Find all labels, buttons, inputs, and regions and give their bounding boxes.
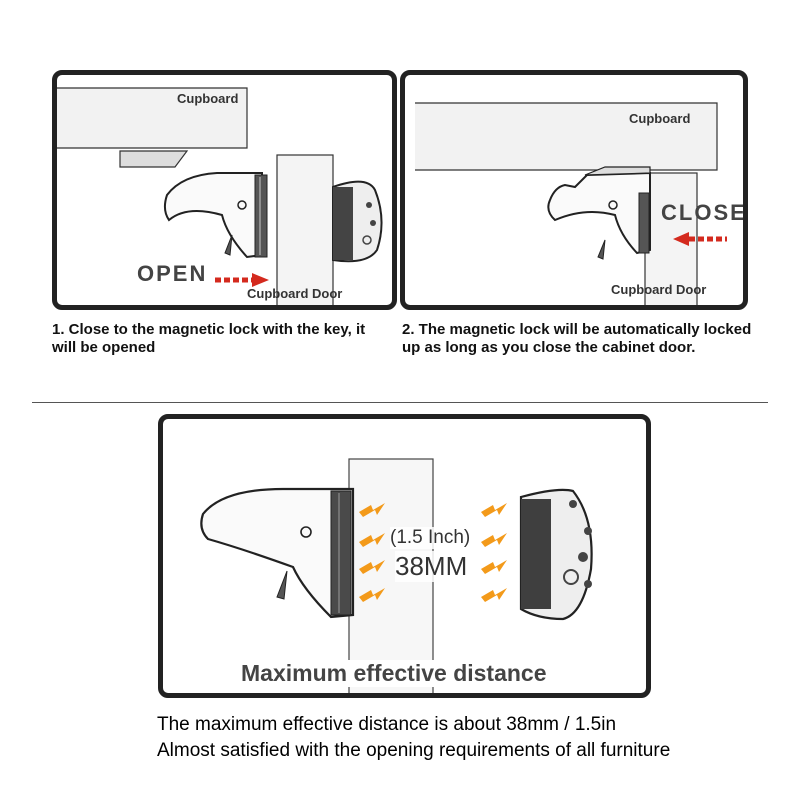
cupboard-label: Cupboard [177,91,239,106]
distance-panel: (1.5 Inch) 38MM Maximum effective distan… [158,414,651,698]
divider [32,402,768,403]
close-illustration [415,102,727,305]
door-label: Cupboard Door [247,286,343,301]
close-label: CLOSE [661,200,747,225]
cupboard-label: Cupboard [629,111,691,126]
footer-line-1: The maximum effective distance is about … [157,714,617,735]
distance-illustration [200,458,593,693]
footer-line-2: Almost satisfied with the opening requir… [157,740,671,761]
open-illustration [57,87,383,305]
close-caption: 2. The magnetic lock will be automatical… [402,321,752,356]
distance-title: Maximum effective distance [241,660,547,687]
close-panel: Cupboard CLOSE Cupboard Door [400,70,748,310]
open-label: OPEN [137,261,208,286]
door-label: Cupboard Door [611,282,707,297]
inch-label: (1.5 Inch) [390,527,471,549]
open-caption: 1. Close to the magnetic lock with the k… [52,321,366,356]
open-panel: Cupboard OPEN Cupboard Door [52,70,397,310]
mm-label: 38MM [395,551,468,582]
